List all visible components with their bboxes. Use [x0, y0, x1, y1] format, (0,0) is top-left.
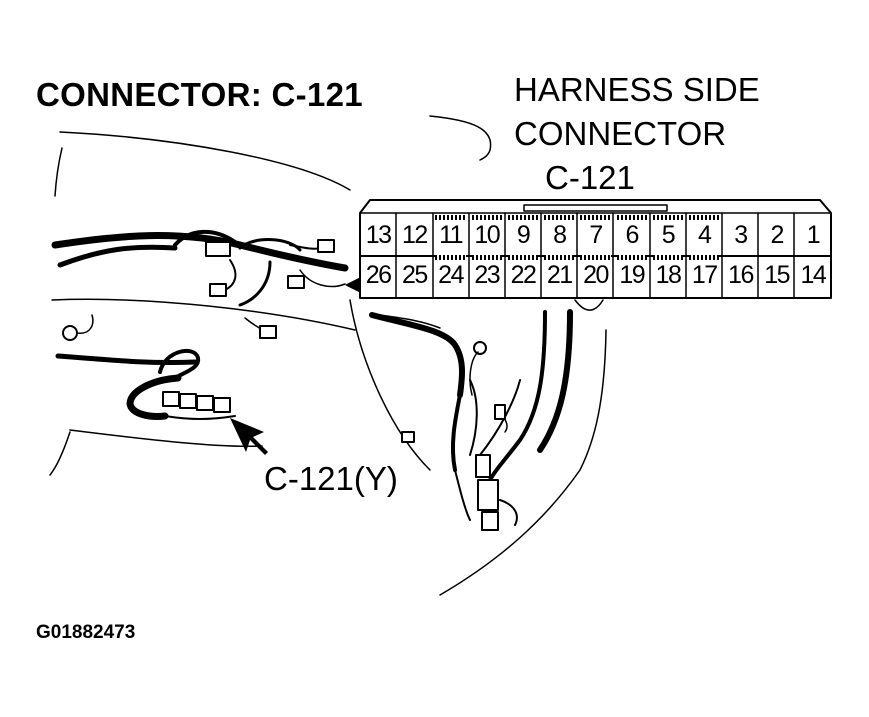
pin-12: 12: [401, 220, 428, 249]
pin-6: 6: [614, 215, 650, 254]
pin-24: 24: [432, 255, 468, 294]
pin-1: 1: [806, 220, 821, 249]
callout-arrow: [230, 418, 268, 455]
pin-7: 7: [577, 215, 613, 254]
pin-3: 3: [734, 220, 748, 249]
pin-22: 22: [505, 255, 541, 294]
connector-title: CONNECTOR: C-121: [36, 76, 363, 113]
pin-9: 9: [505, 215, 541, 254]
pin-19: 19: [614, 255, 650, 294]
pin-21: 21: [541, 255, 577, 294]
pin-8: 8: [541, 215, 577, 254]
pin-17: 17: [686, 255, 722, 294]
pin-11: 11: [432, 215, 468, 254]
figure-id: G01882473: [36, 622, 136, 643]
pin-row-bottom: 26 25 24 23 22 21 20 19 18 17 16 15 14: [360, 255, 831, 294]
pin-10: 10: [469, 215, 505, 254]
connector-pinout: 13 12 11 10 9 8 7 6 5 4 3 2 1 26 25 24 2…: [360, 213, 831, 296]
connector-callout-label: C-121(Y): [264, 460, 398, 497]
pin-25: 25: [401, 260, 428, 289]
pin-20: 20: [577, 255, 613, 294]
pin-5: 5: [650, 215, 686, 254]
pin-15: 15: [764, 260, 790, 289]
pin-26: 26: [365, 260, 392, 289]
harness-side-label-line2: CONNECTOR: [514, 115, 727, 152]
pin-23: 23: [469, 255, 505, 294]
pin-13: 13: [365, 220, 392, 249]
pin-row-top: 13 12 11 10 9 8 7 6 5 4 3 2 1: [360, 215, 831, 254]
pin-18: 18: [650, 255, 686, 294]
pin-2: 2: [770, 220, 784, 249]
harness-side-label-line1: HARNESS SIDE: [514, 71, 760, 108]
pin-4: 4: [686, 215, 722, 254]
harness-side-label-line3: C-121: [545, 159, 635, 196]
pin-14: 14: [800, 260, 827, 289]
pin-16: 16: [728, 260, 754, 289]
